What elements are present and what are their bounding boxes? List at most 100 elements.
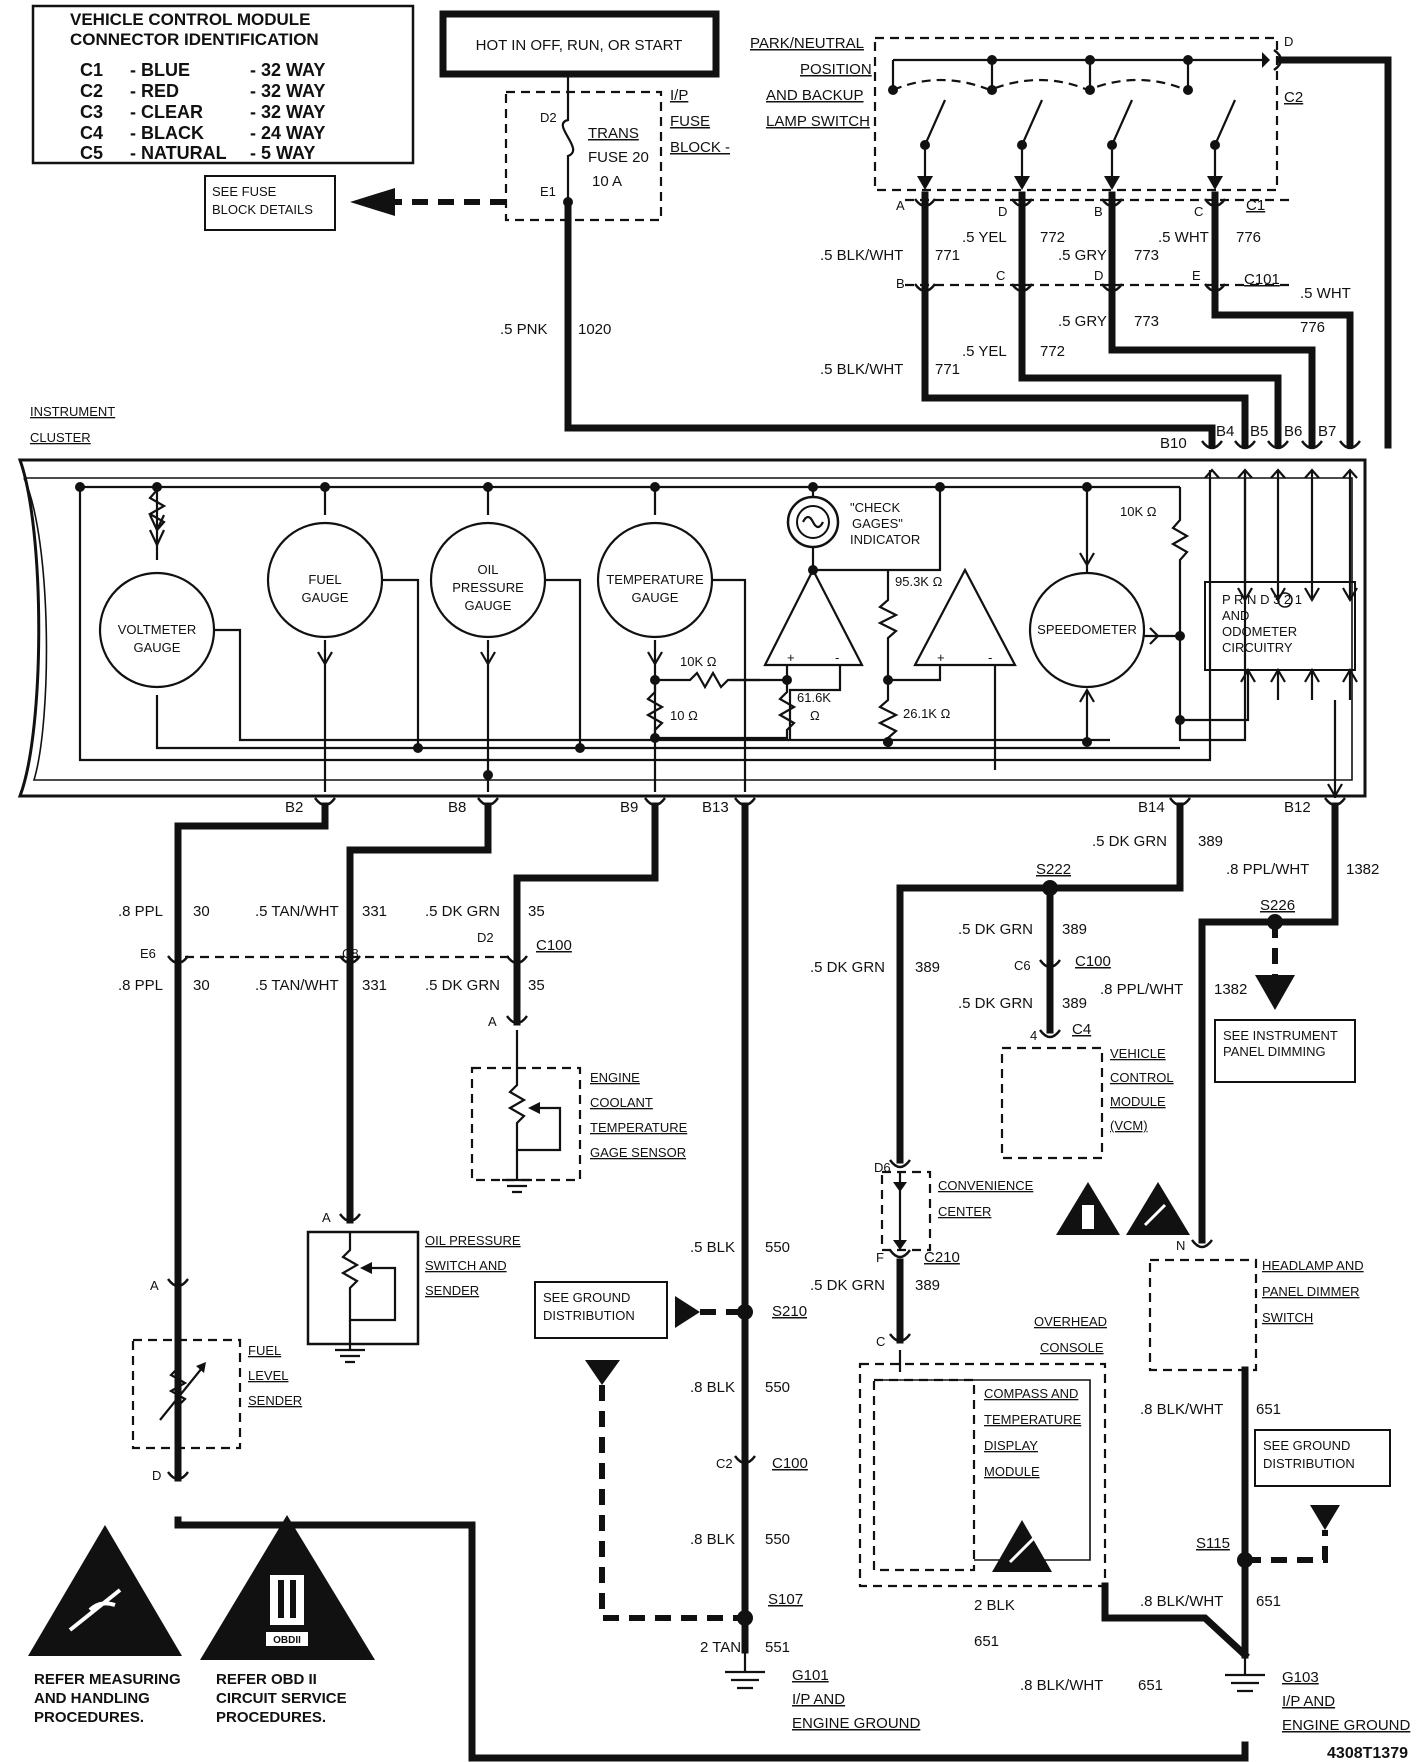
park-switch-label: PARK/NEUTRAL POSITION AND BACKUP LAMP SW… — [750, 35, 872, 130]
cluster-bottom-pins: B2 B8 B9 B13 B14 B12 — [285, 796, 1347, 816]
wire-776-gauge: .5 WHT — [1158, 229, 1209, 246]
wire-389-circuit: 389 — [1198, 833, 1223, 850]
table-row-color: - RED — [130, 81, 179, 101]
ground-g103-label-2: ENGINE GROUND — [1282, 1717, 1411, 1734]
wire-389-circuit: 389 — [1062, 921, 1087, 938]
fuel-gauge-name-2: GAUGE — [302, 590, 349, 605]
compass-module-label: COMPASS AND TEMPERATURE DISPLAY MODULE — [984, 1386, 1082, 1479]
esd-warning-icon — [1056, 1182, 1190, 1235]
pin-b13: B13 — [702, 799, 729, 816]
pin-c: C — [876, 1334, 885, 1349]
table-row-ways: - 5 WAY — [250, 143, 315, 163]
wire-389-gauge: .5 DK GRN — [810, 1277, 885, 1294]
wire-389-gauge: .5 DK GRN — [958, 921, 1033, 938]
table-row-id: C1 — [80, 60, 103, 80]
cluster-title-1: INSTRUMENT — [30, 404, 115, 419]
pin-b12: B12 — [1284, 799, 1311, 816]
wire-389 — [896, 802, 1184, 1164]
r10-label: 10 Ω — [670, 708, 698, 723]
ground-g101: G101 — [792, 1667, 829, 1684]
wire-772-circuit: 772 — [1040, 343, 1065, 360]
coolant-sensor: ENGINE COOLANT TEMPERATURE GAGE SENSOR — [502, 1030, 688, 1194]
fuse-block-label-1: I/P — [670, 87, 688, 104]
ground-g103-label-1: I/P AND — [1282, 1693, 1335, 1710]
wire-773-circuit: 773 — [1134, 313, 1159, 330]
arrow-left-icon — [350, 188, 395, 216]
c101-connector: B C D E C101 — [896, 268, 1290, 293]
pin-b7: B7 — [1318, 423, 1336, 440]
svg-text:-: - — [988, 650, 992, 665]
compass-label-1: COMPASS AND — [984, 1386, 1078, 1401]
wire-1382-gauge: .8 PPL/WHT — [1100, 981, 1183, 998]
r95k-label: 95.3K Ω — [895, 574, 943, 589]
wire-651-circuit: 651 — [1256, 1593, 1281, 1610]
r61k-label: 61.6K — [797, 690, 831, 705]
measure-2: AND HANDLING — [34, 1690, 150, 1707]
fuel-gauge-name-1: FUEL — [308, 572, 341, 587]
vcm-label-1: VEHICLE — [1110, 1046, 1166, 1061]
wire-35 — [513, 802, 659, 1026]
obd-3: PROCEDURES. — [216, 1709, 326, 1726]
see-fuse-2: BLOCK DETAILS — [212, 202, 313, 217]
wire-773-gauge: .5 GRY — [1058, 313, 1107, 330]
wire-30-circuit: 30 — [193, 903, 210, 920]
coolant-pin-a: A — [488, 1014, 497, 1029]
triangle-right-icon — [675, 1296, 700, 1328]
wire-331-gauge: .5 TAN/WHT — [255, 903, 339, 920]
vcm-label-2: CONTROL — [1110, 1070, 1174, 1085]
oil-gauge-name-1: OIL — [478, 562, 499, 577]
conn-c100-1: C100 — [536, 937, 572, 954]
compass-label-2: TEMPERATURE — [984, 1412, 1082, 1427]
cluster-outline — [17, 458, 1367, 798]
coolant-sensor-3: TEMPERATURE — [590, 1120, 688, 1135]
cluster-title: INSTRUMENT CLUSTER — [30, 404, 115, 445]
table-title-1: VEHICLE CONTROL MODULE — [70, 10, 311, 29]
check-gages-3: INDICATOR — [850, 532, 920, 547]
park-switch-outline — [873, 36, 1279, 192]
prnd-d: D — [1260, 592, 1269, 607]
r10k-top-label: 10K Ω — [1120, 504, 1157, 519]
convenience-center-outline — [880, 1170, 932, 1252]
wire-389-gauge: .5 DK GRN — [810, 959, 885, 976]
see-ground-left: SEE GROUND DISTRIBUTION — [534, 1281, 668, 1339]
splice-s222: S222 — [1036, 861, 1071, 878]
pin-b9: B9 — [620, 799, 638, 816]
wire-2blk-circuit: 651 — [974, 1633, 999, 1650]
pin-n: N — [1176, 1238, 1185, 1253]
splice-s107: S107 — [768, 1591, 803, 1608]
conn-c100-3: C100 — [1075, 953, 1111, 970]
wire-771 — [921, 191, 1249, 449]
fuel-sender-2: LEVEL — [248, 1368, 288, 1383]
wire-651-gauge: .8 BLK/WHT — [1020, 1677, 1103, 1694]
r26k-label: 26.1K Ω — [903, 706, 951, 721]
wire-b7-feed — [1276, 56, 1392, 449]
temp-gauge-name-2: GAUGE — [632, 590, 679, 605]
oil-pressure-sender: OIL PRESSURE SWITCH AND SENDER — [306, 1230, 521, 1364]
fuse: D2 TRANS FUSE 20 10 A E1 — [540, 74, 649, 207]
cluster-inner-outline — [23, 477, 1353, 781]
voltmeter-name-2: GAUGE — [134, 640, 181, 655]
obd-badge: OBDII — [273, 1635, 301, 1646]
table-row-id: C5 — [80, 143, 103, 163]
pin-b4: B4 — [1216, 423, 1234, 440]
wire-776-circuit: 776 — [1300, 319, 1325, 336]
oil-gauge-name-3: GAUGE — [465, 598, 512, 613]
coolant-sensor-1: ENGINE — [590, 1070, 640, 1085]
voltmeter-name-1: VOLTMETER — [118, 622, 197, 637]
wire-550-gauge: .8 BLK — [690, 1379, 735, 1396]
wire-1382-gauge: .8 PPL/WHT — [1226, 861, 1309, 878]
pin-b10: B10 — [1160, 435, 1187, 452]
see-ground-left-1: SEE GROUND — [543, 1290, 630, 1305]
c1-pin: C — [1194, 204, 1203, 219]
coolant-sensor-4: GAGE SENSOR — [590, 1145, 686, 1160]
table-row-ways: - 24 WAY — [250, 123, 325, 143]
wire-772-gauge: .5 YEL — [962, 343, 1007, 360]
conn-c4: C4 — [1072, 1021, 1091, 1038]
see-fuse-box: SEE FUSE BLOCK DETAILS — [204, 175, 336, 231]
wire-331-gauge: .5 TAN/WHT — [255, 977, 339, 994]
coolant-sensor-2: COOLANT — [590, 1095, 653, 1110]
wire-773 — [1108, 191, 1316, 449]
esd-icon-module — [992, 1520, 1052, 1572]
obd-1: REFER OBD II — [216, 1671, 317, 1688]
wire-2blk-gauge: 2 BLK — [974, 1597, 1015, 1614]
